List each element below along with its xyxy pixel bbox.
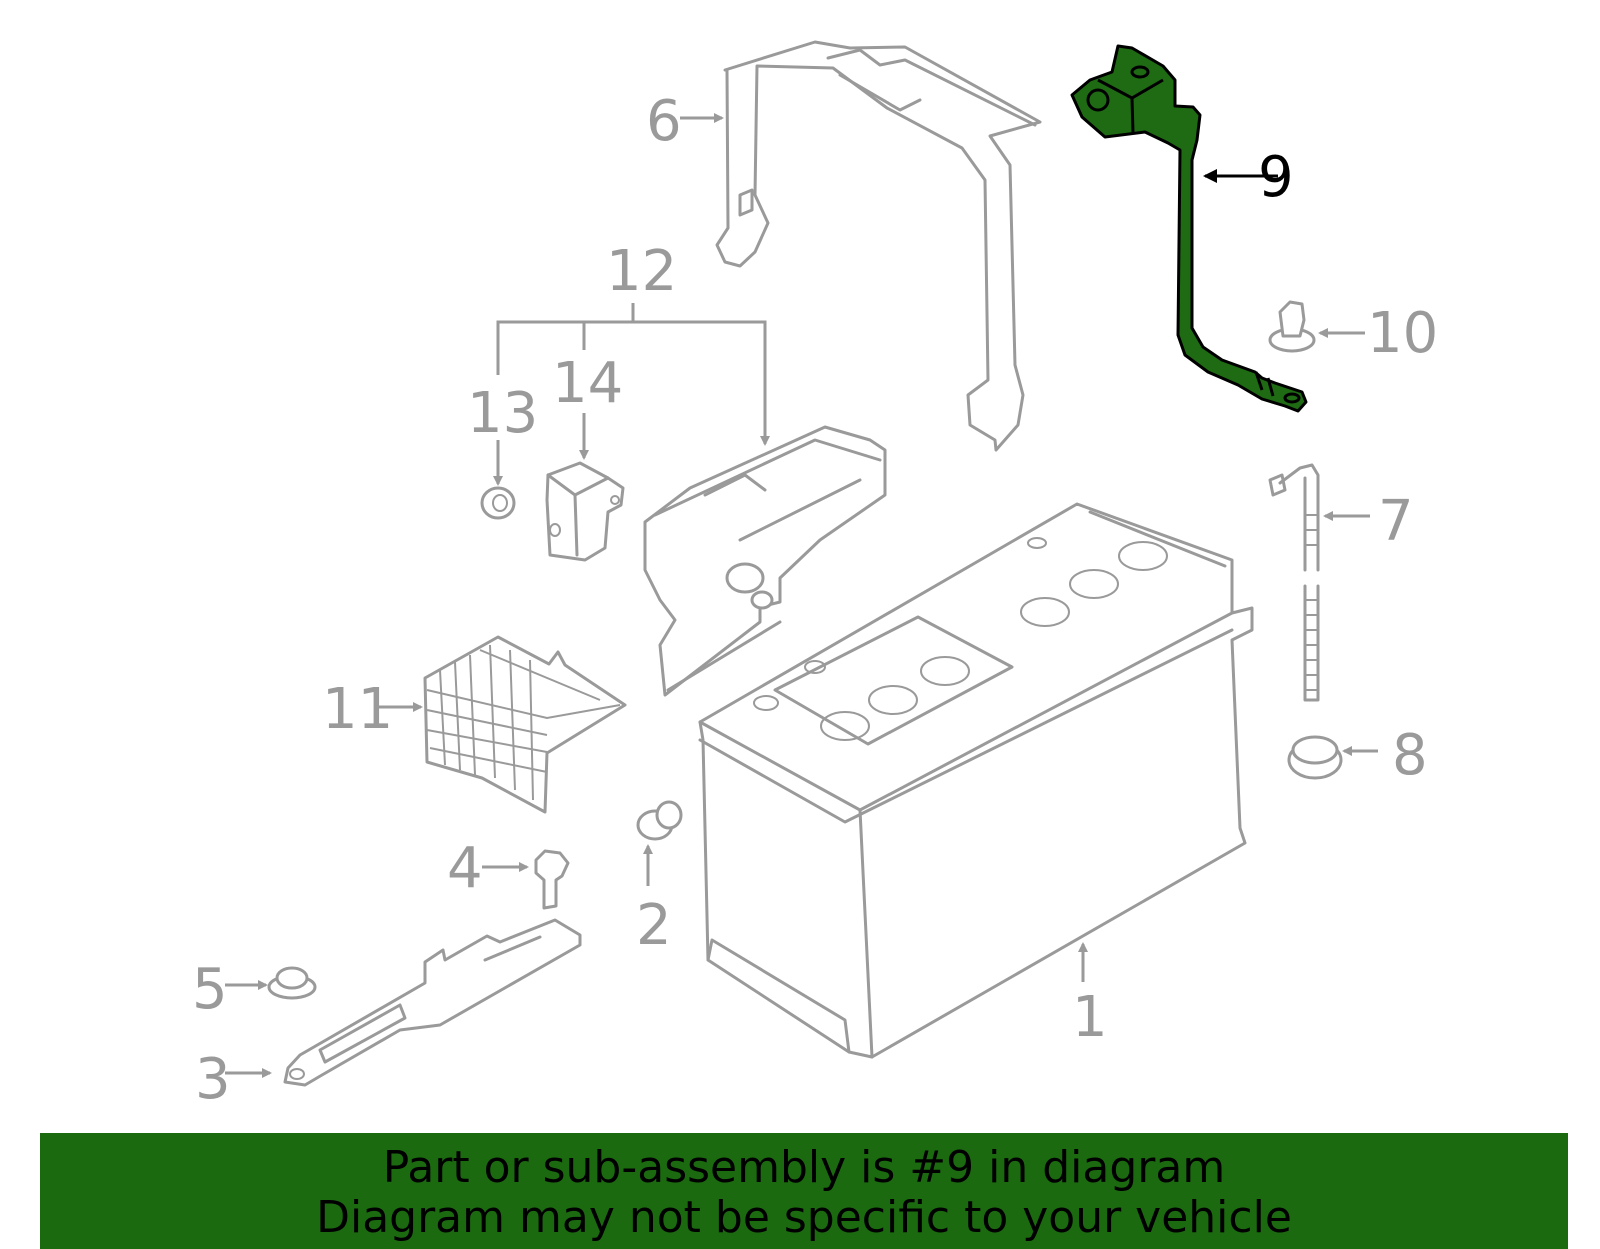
callout-2[interactable]: 2	[636, 893, 672, 958]
callout-3[interactable]: 3	[195, 1047, 231, 1112]
callout-7[interactable]: 7	[1378, 489, 1414, 554]
callout-labels: 1 2 3 4 5 6 7 8 9 10 11 12 13 14	[192, 89, 1438, 1112]
callout-13[interactable]: 13	[467, 381, 538, 446]
ground-cable-part[interactable]	[1070, 44, 1308, 413]
info-banner: Part or sub-assembly is #9 in diagram Di…	[40, 1133, 1568, 1249]
callout-6[interactable]: 6	[646, 89, 682, 154]
cover-part[interactable]	[423, 635, 627, 814]
small-nut-part[interactable]	[480, 486, 516, 520]
callout-14[interactable]: 14	[552, 351, 623, 416]
strap-part[interactable]	[715, 40, 1042, 452]
plug-part[interactable]	[636, 800, 683, 841]
banner-part-note: Part or sub-assembly is #9 in diagram	[382, 1142, 1226, 1193]
callout-1[interactable]: 1	[1072, 985, 1108, 1050]
callout-arrows	[225, 113, 1378, 1078]
callout-10[interactable]: 10	[1367, 301, 1438, 366]
cap-nut-part[interactable]	[1268, 300, 1316, 353]
relay-box-part[interactable]	[643, 425, 887, 697]
grommet-part[interactable]	[1287, 735, 1343, 780]
battery-part[interactable]	[698, 502, 1254, 1059]
callout-4[interactable]: 4	[447, 836, 483, 901]
callout-9[interactable]: 9	[1258, 145, 1294, 210]
relay-part[interactable]	[545, 461, 625, 562]
bolt-part[interactable]	[534, 849, 570, 910]
hose-part[interactable]	[1268, 463, 1320, 702]
banner-disclaimer: Diagram may not be specific to your vehi…	[316, 1192, 1292, 1243]
nut-part[interactable]	[267, 966, 317, 1000]
callout-5[interactable]: 5	[192, 957, 228, 1022]
bracket-part[interactable]	[283, 918, 582, 1087]
callout-11[interactable]: 11	[322, 677, 393, 742]
callout-8[interactable]: 8	[1392, 723, 1428, 788]
callout-12[interactable]: 12	[606, 239, 677, 304]
